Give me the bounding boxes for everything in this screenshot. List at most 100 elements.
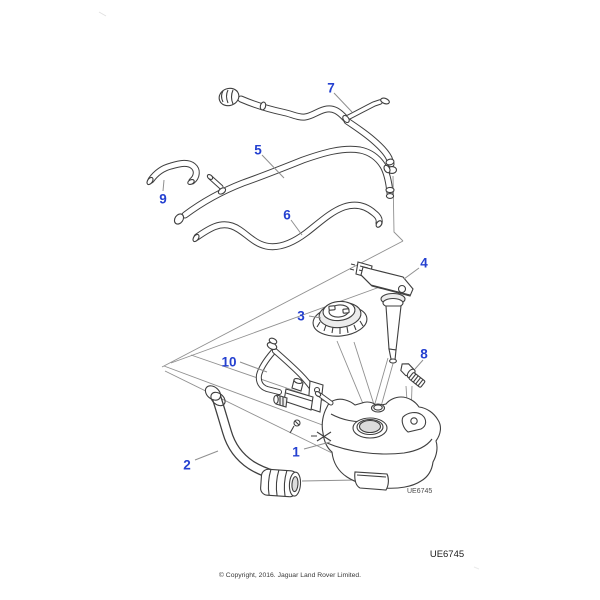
hose-5-tee-tip <box>206 173 214 181</box>
hose-5-clamp <box>217 187 227 195</box>
callout-2[interactable]: 2 <box>183 450 219 473</box>
bolt-threads <box>410 373 424 387</box>
callout-6-leader <box>290 219 303 236</box>
hose-7-end-clamp <box>385 158 395 166</box>
valve-top-port-cap <box>293 377 303 385</box>
callout-2-leader <box>194 450 219 461</box>
part-7-vent-hose <box>218 87 398 174</box>
part-10-bleed-hose-assembly <box>255 337 324 434</box>
callout-2-label[interactable]: 2 <box>183 458 191 473</box>
sensor-mount-hole <box>397 284 407 294</box>
hose-6-left-tip <box>192 233 200 243</box>
hose-9-right-tip <box>187 178 195 186</box>
hose-5-end-clamp <box>385 186 395 194</box>
tank-mount-hole <box>410 417 418 425</box>
cap-alignment-line <box>336 340 367 412</box>
callout-9-leader <box>162 179 165 192</box>
sensor-head-edge <box>360 274 411 296</box>
callout-6[interactable]: 6 <box>283 208 303 236</box>
reference-lines <box>161 175 413 482</box>
callout-3-label[interactable]: 3 <box>297 309 305 324</box>
callout-8[interactable]: 8 <box>414 347 428 370</box>
hose-7-branch-tip <box>380 97 390 105</box>
hose-2-end-barrel <box>260 468 302 498</box>
callout-1[interactable]: 1 <box>292 441 331 460</box>
callout-9[interactable]: 9 <box>159 179 167 207</box>
panel-bottom-edge-inner <box>163 365 353 437</box>
hose-2-barrel-ribs <box>267 469 288 497</box>
panel-bottom-edge-outer <box>164 370 333 454</box>
cap-slot <box>328 305 336 311</box>
hose-7-junction-clamp <box>342 114 350 124</box>
sensor-head <box>360 266 414 297</box>
hose-10-branch-fill <box>273 349 314 390</box>
scan-artifact <box>473 566 480 570</box>
copyright-notice: © Copyright, 2016. Jaguar Land Rover Lim… <box>219 571 361 579</box>
callout-8-label[interactable]: 8 <box>420 347 428 362</box>
hose-7-branch-fill <box>345 100 382 120</box>
hose-10-fitting-tip <box>268 337 278 345</box>
reference-riser-line <box>392 175 404 242</box>
tank-top-stub-tip <box>314 390 322 398</box>
callout-10-label[interactable]: 10 <box>221 355 236 370</box>
callout-6-label[interactable]: 6 <box>283 208 291 223</box>
hose-10-loop-fill <box>256 350 281 394</box>
part-8-bolt <box>400 363 426 388</box>
callout-10-leader <box>239 361 268 373</box>
callout-9-label[interactable]: 9 <box>159 192 167 207</box>
valve-nipple-ridges <box>279 396 284 406</box>
part-3-pressure-cap <box>312 300 368 337</box>
tank-waist-line <box>326 438 433 455</box>
hose-to-tank-line <box>301 479 358 482</box>
callout-4[interactable]: 4 <box>403 256 428 280</box>
tank-clip <box>311 431 332 442</box>
hose-7-lower-leg-fill <box>344 118 394 167</box>
callout-3-leader <box>308 315 322 319</box>
tank-filler-opening <box>358 419 382 434</box>
callout-1-label[interactable]: 1 <box>292 445 300 460</box>
scan-artifact <box>98 11 107 17</box>
panel-top-edge-inner <box>170 283 389 364</box>
part-2-outlet-hose <box>204 385 302 498</box>
callout-7-label[interactable]: 7 <box>327 81 335 96</box>
sensor-alignment-line <box>379 359 395 411</box>
part-4-level-sensor <box>349 261 414 364</box>
callout-4-label[interactable]: 4 <box>420 256 428 271</box>
tank-top-stub-fill <box>318 393 333 405</box>
callout-7-leader <box>333 92 353 113</box>
hose-5-left-fitting <box>173 213 185 225</box>
hose-6-body-fill <box>194 202 382 250</box>
hose-5-end-tip <box>385 193 395 199</box>
callout-10[interactable]: 10 <box>221 355 268 373</box>
hose-9-left-tip <box>146 176 154 186</box>
sensor-probe-tip <box>388 348 397 361</box>
hose-5-end-clamp <box>383 164 391 174</box>
part-5-hose <box>173 145 395 225</box>
bolt-shank <box>408 372 426 388</box>
valve-nipple-tip <box>273 394 279 405</box>
callout-4-leader <box>403 267 420 280</box>
cap-ribs <box>316 320 364 334</box>
valve-screw-shank <box>289 420 300 434</box>
hose-9-body-fill <box>148 160 199 184</box>
tank-outlet-line <box>356 474 387 478</box>
part-1-expansion-tank <box>311 390 441 491</box>
hose-2-upper-clamp <box>210 391 226 407</box>
callout-7[interactable]: 7 <box>327 81 353 113</box>
callout-3[interactable]: 3 <box>297 309 322 324</box>
drawing-code-inline: UE6745 <box>407 488 432 495</box>
callout-5-leader <box>261 154 285 179</box>
hose-6-right-tip <box>375 220 383 228</box>
hose-5-tee-stub-fill <box>209 176 223 189</box>
callout-1-leader <box>303 441 331 450</box>
hose-7-body-fill <box>238 96 350 123</box>
sensor-probe <box>385 305 402 351</box>
callout-5[interactable]: 5 <box>254 143 285 179</box>
hose-7-corrugated-elbow <box>218 87 240 107</box>
sensor-probe-nub <box>389 358 397 364</box>
callout-5-label[interactable]: 5 <box>254 143 262 158</box>
part-6-hose <box>192 201 383 251</box>
cap-slot <box>342 308 350 314</box>
panel-top-edge-outer <box>161 240 404 368</box>
